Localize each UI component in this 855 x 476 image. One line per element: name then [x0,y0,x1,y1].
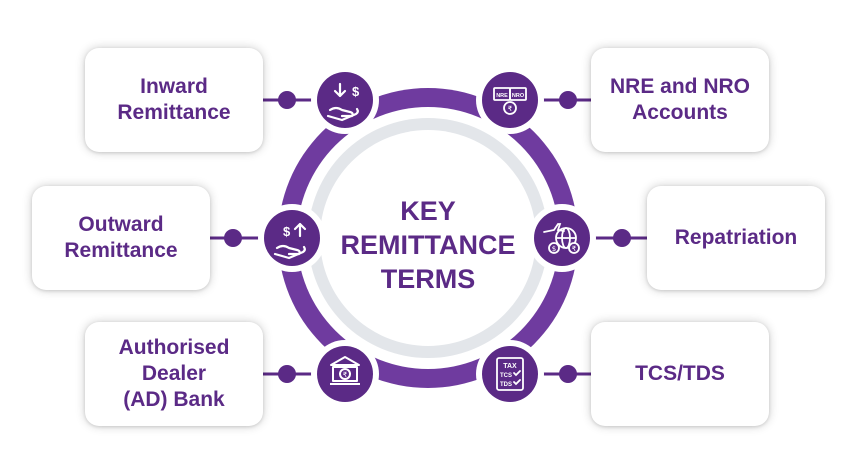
center-title: KEY REMITTANCE TERMS [318,190,538,300]
term-ad-bank: Authorised Dealer (AD) Bank [85,322,263,426]
bank-icon: ₹ [330,356,360,385]
svg-text:₹: ₹ [508,105,513,113]
svg-text:$: $ [283,224,291,239]
svg-text:$: $ [552,245,556,253]
term-outward-remittance: Outward Remittance [32,186,210,290]
term-inward-remittance: Inward Remittance [85,48,263,152]
svg-text:NRE: NRE [496,93,508,99]
svg-text:TAX: TAX [503,363,517,370]
svg-text:$: $ [352,84,360,99]
tax-document-icon: TAX TCS TDS [496,357,524,391]
term-repatriation: Repatriation [647,186,825,290]
svg-text:TCS: TCS [500,373,512,379]
svg-text:TDS: TDS [500,382,512,388]
globe-plane-icon: $ ₹ [543,223,580,254]
inner-white-disc [320,130,536,346]
dot-repat [613,229,631,247]
center-title-line1: KEY [400,196,456,226]
svg-text:NRO: NRO [512,93,525,99]
dot-nre [559,91,577,109]
bank-accounts-icon: NRE NRO ₹ [493,87,527,115]
send-money-icon: $ [273,222,307,260]
center-title-line2: REMITTANCE [340,230,516,260]
svg-text:₹: ₹ [572,245,577,253]
dot-outward [224,229,242,247]
term-nre-nro-accounts: NRE and NRO Accounts [591,48,769,152]
dot-ad [278,365,296,383]
term-tcs-tds: TCS/TDS [591,322,769,426]
receive-money-icon: $ [326,82,360,122]
svg-text:₹: ₹ [343,371,348,379]
center-title-line3: TERMS [380,264,476,294]
dot-inward [278,91,296,109]
dot-tcs [559,365,577,383]
